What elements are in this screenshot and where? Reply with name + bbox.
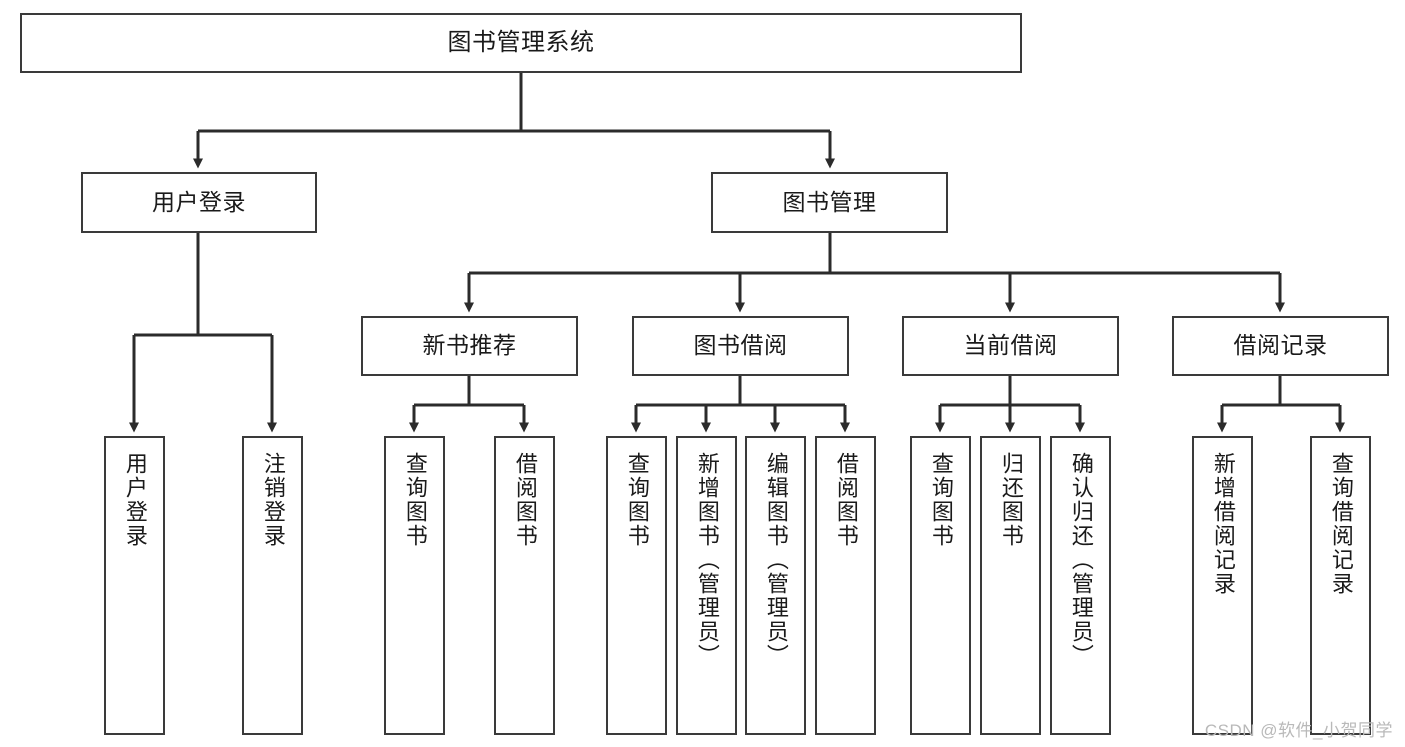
leaf-current-borrow-return-books[interactable]: 归还图书 xyxy=(980,436,1041,735)
node-label: 当前借阅 xyxy=(963,332,1058,359)
node-user-login[interactable]: 用户登录 xyxy=(81,172,317,233)
node-label: 查询图书 xyxy=(402,452,428,548)
node-label: 借阅记录 xyxy=(1233,332,1328,359)
leaf-borrow-record-add-record[interactable]: 新增借阅记录 xyxy=(1192,436,1253,735)
node-book-management[interactable]: 图书管理 xyxy=(711,172,948,233)
node-label: 图书借阅 xyxy=(693,332,788,359)
node-label: 图书管理系统 xyxy=(447,28,595,56)
node-label: 查询图书 xyxy=(624,452,650,548)
leaf-user-login-sign-out[interactable]: 注销登录 xyxy=(242,436,303,735)
leaf-book-borrow-borrow-books[interactable]: 借阅图书 xyxy=(815,436,876,735)
node-label: 确认归还（管理员） xyxy=(1068,452,1094,668)
node-label: 借阅图书 xyxy=(833,452,859,548)
node-label: 图书管理 xyxy=(782,188,877,215)
node-label: 查询图书 xyxy=(928,452,954,548)
node-label: 新书推荐 xyxy=(422,332,517,359)
node-book-borrowing[interactable]: 图书借阅 xyxy=(632,316,849,376)
node-label: 归还图书 xyxy=(998,452,1024,548)
leaf-book-borrow-add-book-admin[interactable]: 新增图书（管理员） xyxy=(676,436,737,735)
node-label: 查询借阅记录 xyxy=(1328,452,1354,596)
node-label: 编辑图书（管理员） xyxy=(763,452,789,668)
node-label: 用户登录 xyxy=(122,452,148,548)
leaf-new-book-borrow-books[interactable]: 借阅图书 xyxy=(494,436,555,735)
node-borrowing-records[interactable]: 借阅记录 xyxy=(1172,316,1389,376)
node-current-borrowing[interactable]: 当前借阅 xyxy=(902,316,1119,376)
leaf-user-login-sign-in[interactable]: 用户登录 xyxy=(104,436,165,735)
leaf-new-book-query-books[interactable]: 查询图书 xyxy=(384,436,445,735)
node-label: 借阅图书 xyxy=(512,452,538,548)
node-label: 新增借阅记录 xyxy=(1210,452,1236,596)
leaf-book-borrow-query-books[interactable]: 查询图书 xyxy=(606,436,667,735)
node-label: 注销登录 xyxy=(260,452,286,548)
node-label: 用户登录 xyxy=(152,188,246,215)
leaf-borrow-record-query-record[interactable]: 查询借阅记录 xyxy=(1310,436,1371,735)
leaf-current-borrow-query-books[interactable]: 查询图书 xyxy=(910,436,971,735)
leaf-book-borrow-edit-book-admin[interactable]: 编辑图书（管理员） xyxy=(745,436,806,735)
node-label: 新增图书（管理员） xyxy=(694,452,720,668)
leaf-current-borrow-confirm-return-admin[interactable]: 确认归还（管理员） xyxy=(1050,436,1111,735)
node-root-book-management-system[interactable]: 图书管理系统 xyxy=(20,13,1022,73)
node-new-book-recommendation[interactable]: 新书推荐 xyxy=(361,316,578,376)
